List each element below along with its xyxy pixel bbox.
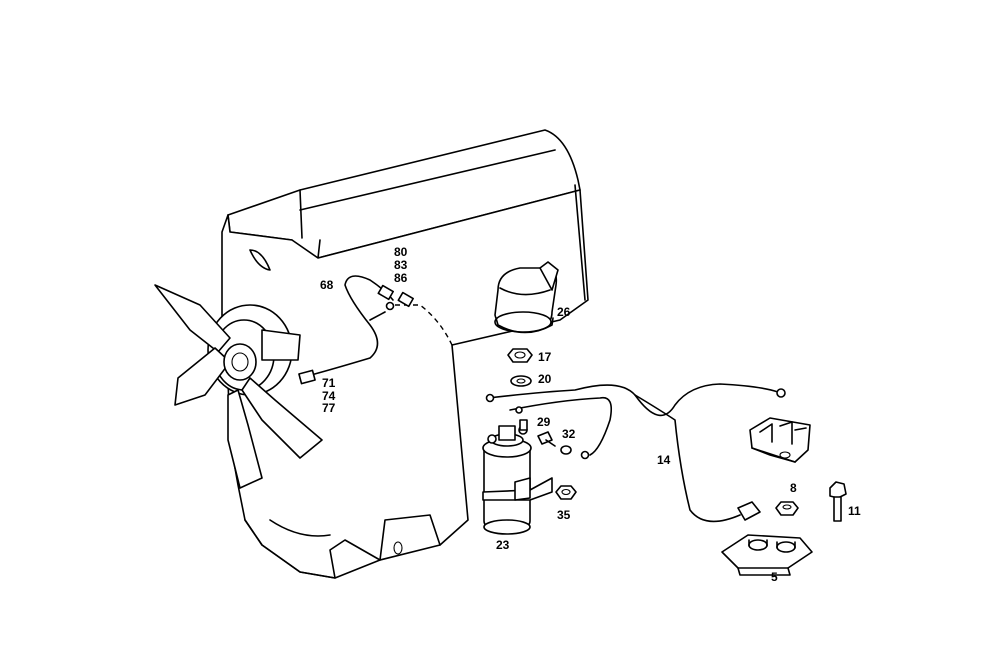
- washer-32: [560, 445, 572, 455]
- callout-20: 20: [538, 372, 552, 386]
- callout-74: 74: [322, 389, 336, 403]
- callout-35: 35: [557, 508, 571, 522]
- callout-labels: 80 83 86 68 26 17 20 71 74 77 29 32 14 2…: [320, 245, 861, 584]
- callout-68: 68: [320, 278, 334, 292]
- nut-35: [555, 485, 577, 500]
- connector-block: [749, 417, 811, 463]
- callout-14: 14: [657, 453, 671, 467]
- callout-11: 11: [848, 504, 861, 518]
- nut-8: [775, 501, 799, 516]
- screw-29: [537, 431, 556, 447]
- engine-block: [154, 129, 589, 579]
- callout-32: 32: [562, 427, 576, 441]
- callout-26: 26: [557, 305, 571, 319]
- callout-86: 86: [394, 271, 408, 285]
- ignition-cable-14: [485, 383, 786, 523]
- washer-20: [510, 375, 532, 387]
- callout-80: 80: [394, 245, 408, 259]
- callout-77: 77: [322, 401, 336, 415]
- distributor-cap-26: [494, 261, 559, 334]
- callout-17: 17: [538, 350, 552, 364]
- callout-83: 83: [394, 258, 408, 272]
- nut-17: [507, 348, 533, 363]
- mount-plate-5: [721, 534, 813, 576]
- callout-8: 8: [790, 481, 797, 495]
- callout-23: 23: [496, 538, 510, 552]
- callout-5: 5: [771, 570, 778, 584]
- callout-29: 29: [537, 415, 551, 429]
- ground-cable-68: [298, 275, 453, 385]
- ignition-coil-23: [482, 419, 553, 535]
- callout-71: 71: [322, 376, 336, 390]
- bolt-11: [829, 481, 847, 522]
